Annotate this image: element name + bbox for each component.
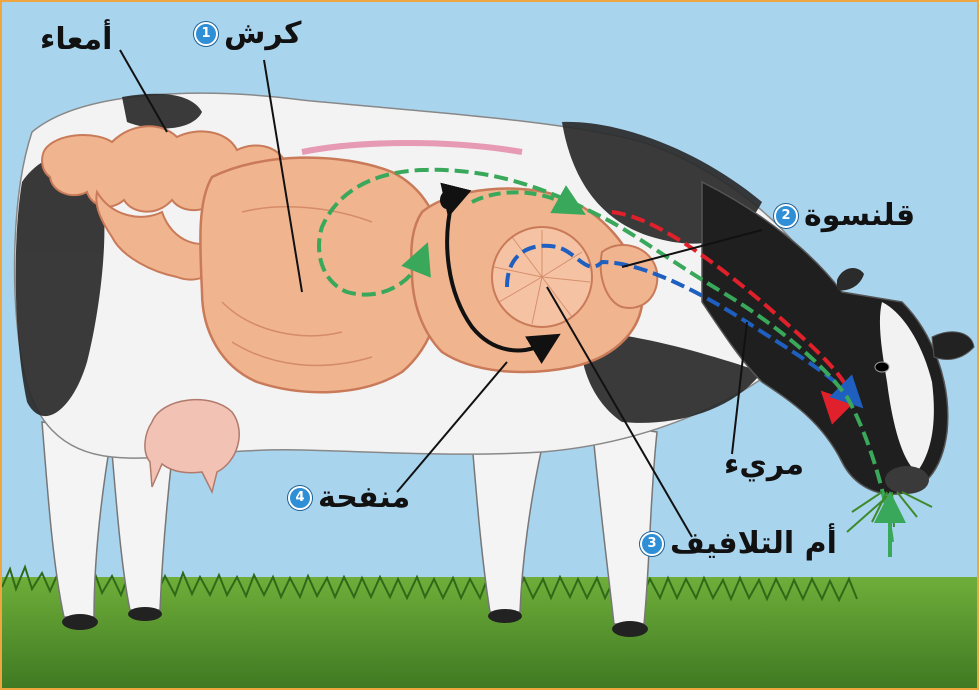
label-omasum-text: أم التلافيف bbox=[670, 526, 837, 561]
label-rumen-text: كرش bbox=[224, 16, 302, 51]
opening-dot bbox=[440, 191, 454, 209]
label-abomasum: منفحة 4 bbox=[288, 480, 410, 515]
cow-ear bbox=[932, 332, 974, 360]
label-intestines: أمعاء bbox=[40, 22, 112, 57]
label-reticulum-text: قلنسوة bbox=[804, 198, 915, 233]
badge-2: 2 bbox=[774, 204, 798, 228]
label-esophagus-text: مريء bbox=[724, 447, 804, 482]
badge-1: 1 bbox=[194, 22, 218, 46]
label-omasum: أم التلافيف 3 bbox=[640, 526, 837, 561]
cow-muzzle bbox=[885, 466, 929, 494]
label-rumen: كرش 1 bbox=[194, 16, 302, 51]
rumen-shape bbox=[200, 158, 443, 393]
label-esophagus: مريء bbox=[724, 447, 804, 482]
label-abomasum-text: منفحة bbox=[318, 480, 410, 515]
cow-horn bbox=[837, 268, 864, 290]
badge-4: 4 bbox=[288, 486, 312, 510]
cow-eye bbox=[875, 362, 889, 372]
label-reticulum: قلنسوة 2 bbox=[774, 198, 915, 233]
badge-3: 3 bbox=[640, 532, 664, 556]
label-intestines-text: أمعاء bbox=[40, 22, 112, 57]
